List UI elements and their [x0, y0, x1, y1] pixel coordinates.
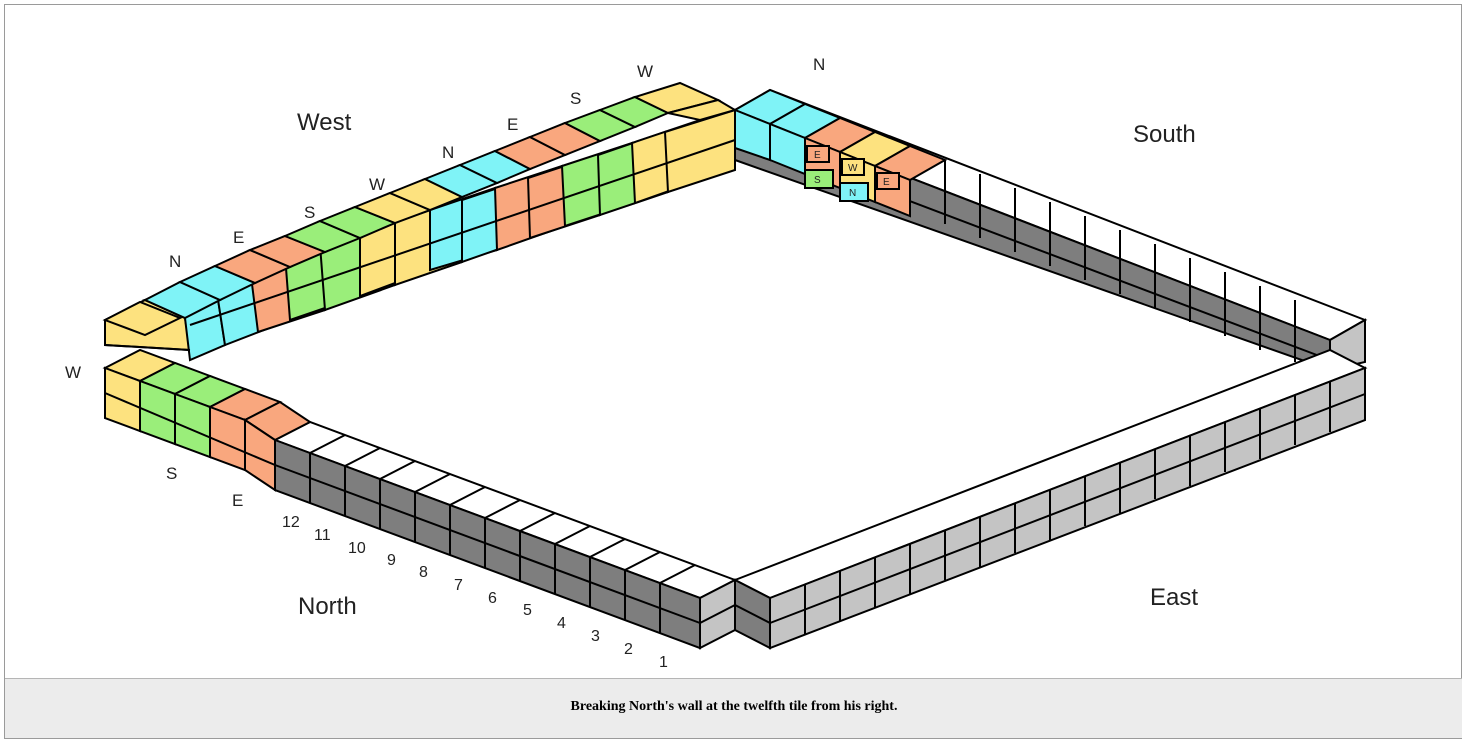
tile-number-5: 5	[523, 602, 532, 619]
tile-number-2: 2	[624, 641, 633, 658]
west-wall-label-3: S	[304, 203, 315, 222]
east-label: East	[1150, 584, 1198, 611]
dead-wall-label-5: N	[849, 188, 856, 199]
west-wall-label-5: N	[442, 143, 454, 162]
tile-number-8: 8	[419, 564, 428, 581]
dead-wall-label-2: W	[848, 163, 858, 174]
west-wall-label-8: W	[637, 62, 653, 81]
north-wall-colored-tiles	[102, 348, 312, 492]
tile-number-6: 6	[488, 590, 497, 607]
side-labels: West South North East	[297, 109, 1198, 620]
caption-bar	[5, 678, 1462, 738]
tile-number-12: 12	[282, 514, 300, 531]
north-tile-numbers: 12 11 10 9 8 7 6 5 4 3 2 1	[282, 514, 668, 671]
dead-wall-label-3: E	[883, 177, 890, 188]
north-wall-wind-labels: S E N	[166, 55, 825, 510]
north-wall-tile-dividers	[309, 434, 696, 633]
west-wall-label-6: E	[507, 115, 518, 134]
west-corner-label: W	[65, 363, 81, 382]
west-wall	[102, 81, 738, 362]
east-wall	[732, 348, 1368, 650]
west-wall-label-4: W	[369, 175, 385, 194]
figure-caption: Breaking North's wall at the twelfth til…	[570, 699, 898, 714]
dead-wall-small-labels: E W E S N	[814, 150, 890, 199]
west-wall-label-1: N	[169, 252, 181, 271]
west-wall-wind-labels: N E S W N E S W W	[65, 62, 653, 382]
dead-wall-label-4: S	[814, 175, 821, 186]
south-label: South	[1133, 121, 1196, 148]
north-corner-label: N	[813, 55, 825, 74]
west-wall-label-2: E	[233, 228, 244, 247]
tile-number-4: 4	[557, 615, 566, 632]
north-wall	[102, 348, 738, 650]
tile-number-11: 11	[314, 527, 331, 544]
tile-number-9: 9	[387, 552, 396, 569]
tile-number-3: 3	[591, 628, 600, 645]
dead-wall-label-1: E	[814, 150, 821, 161]
tile-number-10: 10	[348, 540, 366, 557]
tile-number-7: 7	[454, 577, 463, 594]
west-label: West	[297, 109, 352, 136]
west-wall-label-7: S	[570, 89, 581, 108]
north-wall-label-e: E	[232, 491, 243, 510]
north-wall-label-s: S	[166, 464, 177, 483]
tile-number-1: 1	[659, 654, 668, 671]
north-label: North	[298, 593, 357, 620]
south-wall	[732, 88, 1368, 372]
